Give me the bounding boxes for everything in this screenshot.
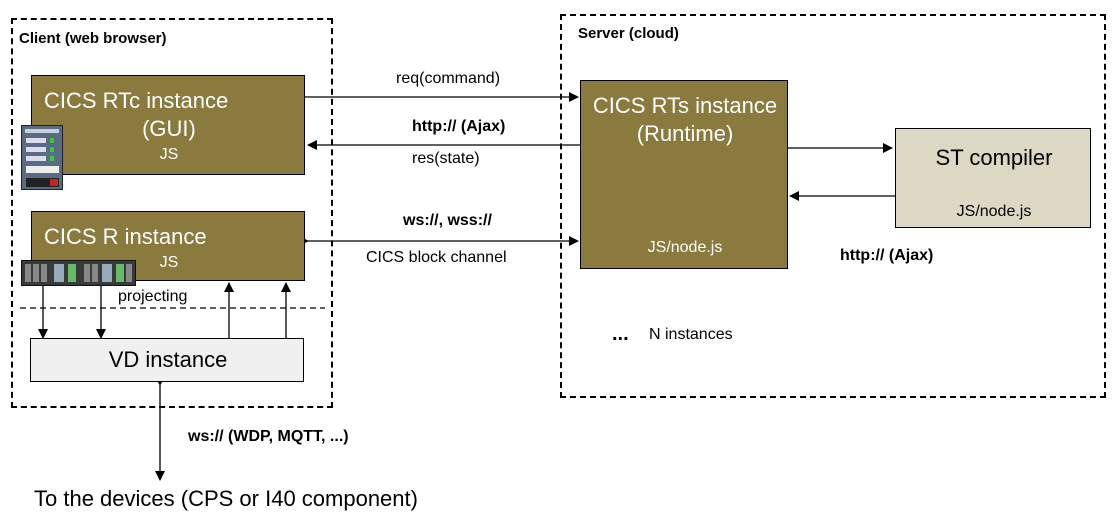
server-title: Server (cloud) bbox=[578, 25, 679, 42]
r-sub: JS bbox=[159, 254, 179, 271]
plc-panel-thumbnail-icon bbox=[21, 125, 63, 190]
projecting-label: projecting bbox=[118, 288, 188, 305]
req-label: req(command) bbox=[396, 70, 501, 87]
server-container: Server (cloud) bbox=[560, 14, 1106, 398]
devices-label: To the devices (CPS or I40 component) bbox=[34, 486, 418, 511]
rtc-sub: JS bbox=[159, 146, 179, 163]
n-instances-label: N instances bbox=[649, 326, 733, 343]
r-instance-box: CICS R instance JS bbox=[31, 211, 305, 281]
ws-protocols-label: ws:// (WDP, MQTT, ...) bbox=[188, 428, 349, 445]
rts-title-line1: CICS RTs instance bbox=[592, 93, 778, 118]
ws-wss-label: ws://, wss:// bbox=[403, 212, 492, 229]
rtc-title-line1: CICS RTc instance bbox=[44, 88, 229, 113]
http-ajax-label-2: http:// (Ajax) bbox=[840, 247, 934, 264]
st-compiler-box: ST compiler JS/node.js bbox=[895, 128, 1091, 228]
client-title: Client (web browser) bbox=[19, 30, 167, 47]
st-sub: JS/node.js bbox=[956, 203, 1032, 220]
cics-channel-label: CICS block channel bbox=[366, 249, 507, 266]
res-label: res(state) bbox=[412, 150, 480, 167]
rts-sub: JS/node.js bbox=[647, 239, 723, 256]
rtc-instance-box: CICS RTc instance (GUI) JS bbox=[31, 75, 305, 175]
rtc-title-line2: (GUI) bbox=[142, 116, 196, 141]
st-title: ST compiler bbox=[935, 145, 1053, 170]
rack-thumbnail-icon bbox=[21, 260, 136, 286]
vd-title: VD instance bbox=[108, 347, 228, 372]
http-ajax-label-1: http:// (Ajax) bbox=[412, 118, 506, 135]
n-instances-dots: ... bbox=[612, 323, 629, 345]
rts-title-line2: (Runtime) bbox=[636, 121, 734, 146]
client-container: Client (web browser) bbox=[11, 18, 333, 408]
rts-instance-box: CICS RTs instance (Runtime) JS/node.js bbox=[580, 80, 788, 269]
r-title: CICS R instance bbox=[44, 224, 207, 249]
vd-instance-box: VD instance bbox=[30, 338, 304, 382]
